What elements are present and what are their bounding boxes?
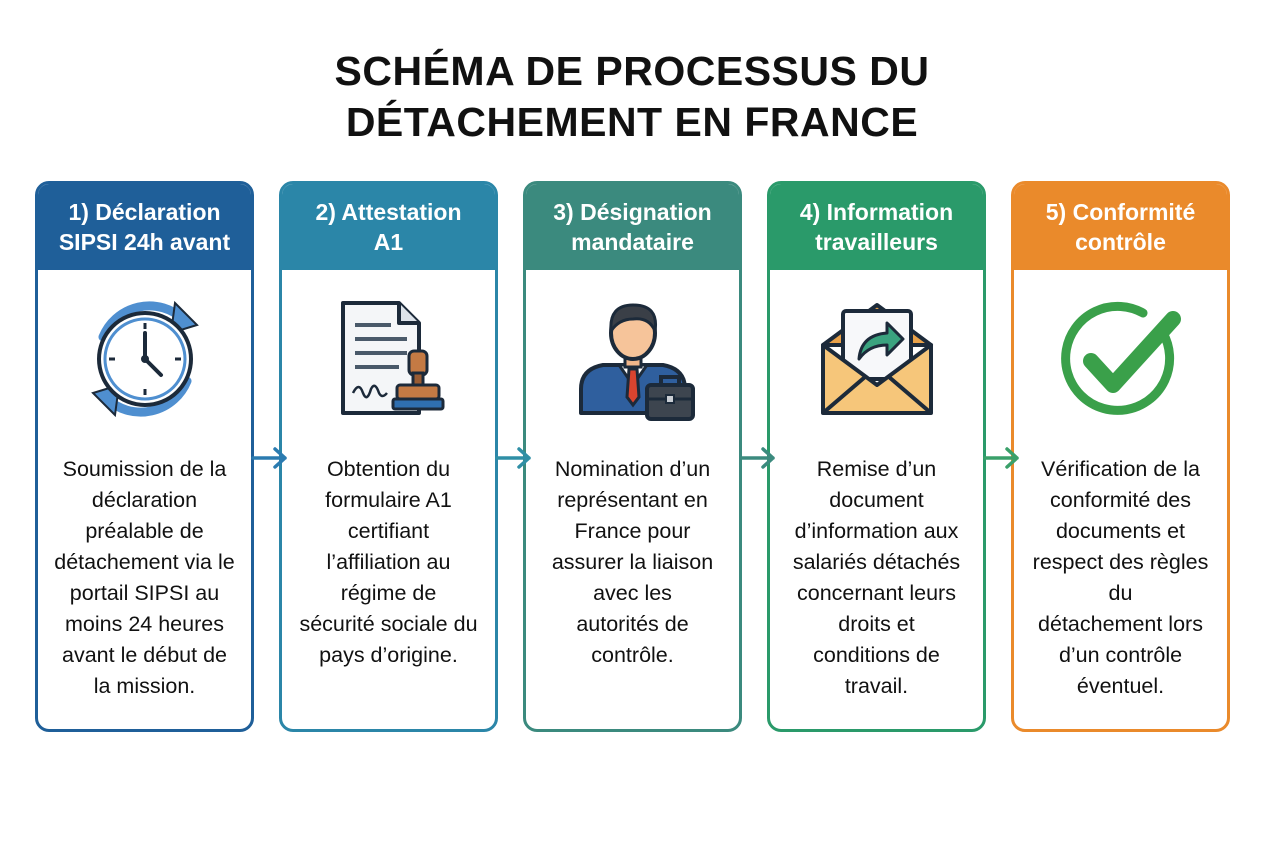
step-1-text-line: avant le début de	[62, 643, 227, 667]
step-2-text-line: sécurité sociale du	[299, 612, 478, 636]
step-1-text-line: la mission.	[93, 674, 196, 698]
step-3-text-line: Nomination d’un	[554, 457, 711, 481]
check-circle-icon	[1014, 284, 1227, 434]
step-4-text-line: document	[829, 488, 924, 512]
step-4-text-line: conditions de	[813, 643, 940, 667]
step-description-1: Soumission de la déclaration préalable d…	[46, 454, 243, 702]
step-4-text-line: Remise d’un	[816, 457, 937, 481]
businessman-briefcase-icon	[526, 284, 739, 434]
step-1-text-line: moins 24 heures	[65, 612, 224, 636]
step-description-4: Remise d’un document d’information aux s…	[778, 454, 975, 702]
step-card-3: 3) Désignation mandataire Nomination d’u…	[523, 181, 742, 732]
step-2-text-line: certifiant	[347, 519, 430, 543]
step-4-text-line: d’information aux	[794, 519, 959, 543]
step-card-4: 4) Information travailleurs Remise d’un …	[767, 181, 986, 732]
step-2-text-line: régime de	[340, 581, 437, 605]
arrow-right-icon	[983, 447, 1019, 469]
step-5-text-line: conformité des	[1049, 488, 1191, 512]
step-header-4-line-2: travailleurs	[815, 229, 938, 255]
step-5-text-line: détachement lors	[1038, 612, 1203, 636]
step-1-text-line: portail SIPSI au	[69, 581, 220, 605]
step-1-text-line: préalable de	[85, 519, 204, 543]
step-1-text-line: déclaration	[91, 488, 198, 512]
step-header-3-line-2: mandataire	[571, 229, 694, 255]
step-description-5: Vérification de la conformité des docume…	[1022, 454, 1219, 702]
step-3-text-line: France pour	[574, 519, 691, 543]
step-3-text-line: représentant en	[557, 488, 708, 512]
document-stamp-icon	[282, 284, 495, 434]
step-card-5: 5) Conformité contrôle Vérification de l…	[1011, 181, 1230, 732]
diagram-title: SCHÉMA DE PROCESSUS DU DÉTACHEMENT EN FR…	[0, 46, 1264, 148]
step-5-text-line: respect des règles	[1032, 550, 1209, 574]
step-header-1-line-1: 1) Déclaration	[68, 199, 221, 225]
step-header-4: 4) Information travailleurs	[770, 184, 983, 270]
step-4-text-line: concernant leurs	[797, 581, 956, 605]
step-5-text-line: Vérification de la	[1041, 457, 1200, 481]
step-2-text-line: l’affiliation au	[326, 550, 451, 574]
step-header-4-line-1: 4) Information	[799, 199, 954, 225]
step-header-5-line-2: contrôle	[1075, 229, 1166, 255]
step-4-text-line: salariés détachés	[792, 550, 961, 574]
step-5-text-line: du	[1108, 581, 1133, 605]
step-header-3-line-1: 3) Désignation	[553, 199, 712, 225]
step-header-3: 3) Désignation mandataire	[526, 184, 739, 270]
step-header-5: 5) Conformité contrôle	[1014, 184, 1227, 270]
step-2-text-line: pays d’origine.	[319, 643, 458, 667]
step-3-text-line: avec les	[593, 581, 672, 605]
step-3-text-line: autorités de	[576, 612, 689, 636]
step-4-text-line: travail.	[844, 674, 909, 698]
step-description-3: Nomination d’un représentant en France p…	[534, 454, 731, 671]
title-line-1: SCHÉMA DE PROCESSUS DU	[334, 48, 930, 94]
step-5-text-line: d’un contrôle	[1058, 643, 1183, 667]
envelope-arrow-icon	[770, 284, 983, 434]
step-5-text-line: éventuel.	[1076, 674, 1165, 698]
step-1-text-line: Soumission de la	[62, 457, 227, 481]
clock-refresh-icon	[38, 284, 251, 434]
step-5-text-line: documents et	[1055, 519, 1186, 543]
step-2-text-line: Obtention du	[326, 457, 451, 481]
step-1-text-line: détachement via le	[54, 550, 235, 574]
step-header-2-line-1: 2) Attestation	[315, 199, 462, 225]
step-4-text-line: droits et	[838, 612, 915, 636]
title-line-2: DÉTACHEMENT EN FRANCE	[345, 99, 919, 145]
step-card-2: 2) Attestation A1 Obtention du formulair…	[279, 181, 498, 732]
step-header-1: 1) Déclaration SIPSI 24h avant	[38, 184, 251, 270]
step-3-text-line: assurer la liaison	[551, 550, 714, 574]
step-header-2-line-2: A1	[373, 229, 404, 255]
step-header-5-line-1: 5) Conformité	[1045, 199, 1196, 225]
arrow-right-icon	[739, 447, 775, 469]
step-header-2: 2) Attestation A1	[282, 184, 495, 270]
arrow-right-icon	[251, 447, 287, 469]
step-header-1-line-2: SIPSI 24h avant	[58, 229, 231, 255]
step-2-text-line: formulaire A1	[325, 488, 452, 512]
arrow-right-icon	[495, 447, 531, 469]
step-card-1: 1) Déclaration SIPSI 24h avant Soumissio…	[35, 181, 254, 732]
step-description-2: Obtention du formulaire A1 certifiant l’…	[290, 454, 487, 671]
step-3-text-line: contrôle.	[591, 643, 674, 667]
